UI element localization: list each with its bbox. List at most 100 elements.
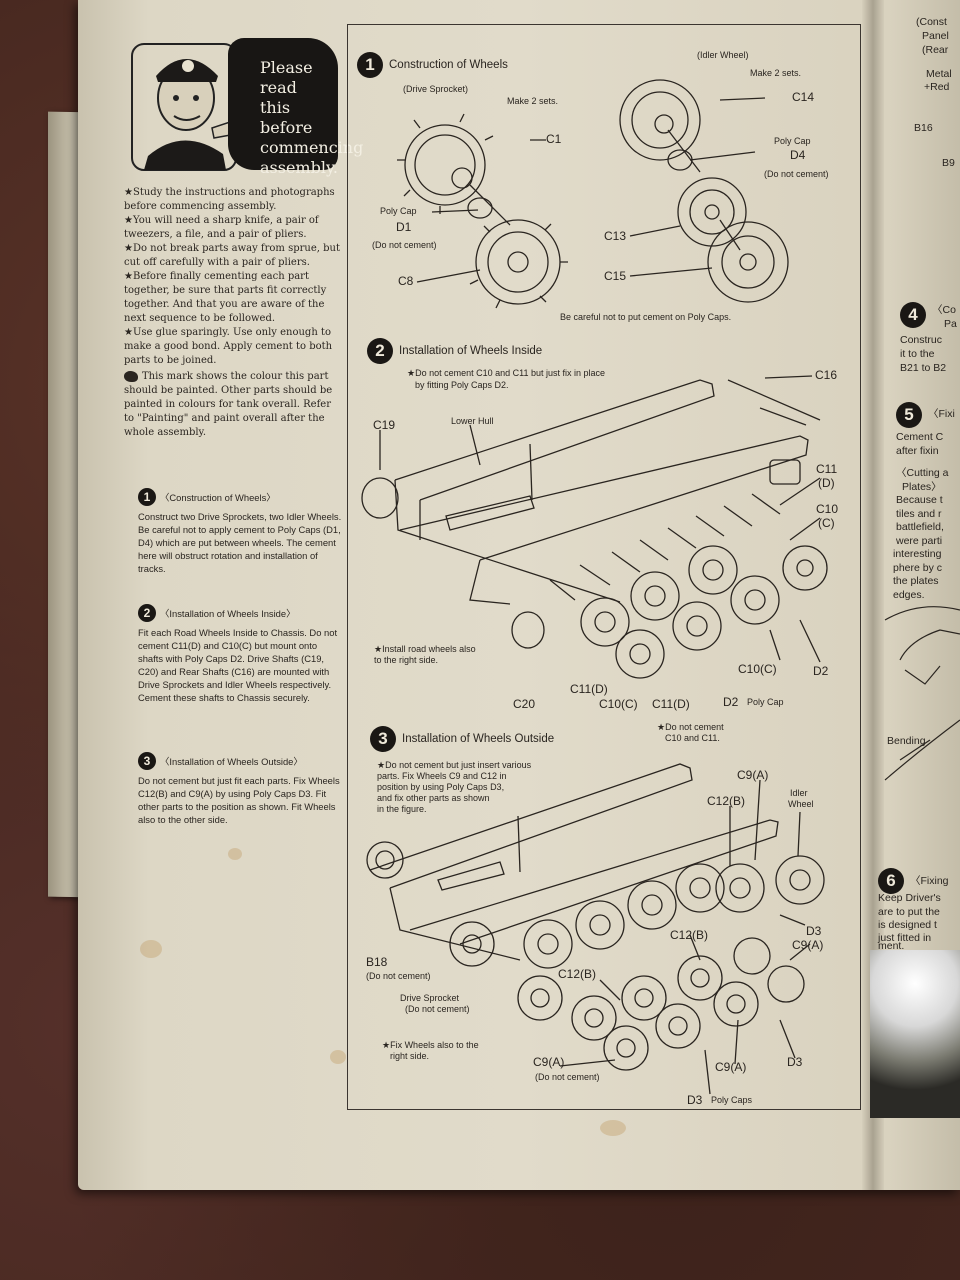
section-5-header: 5 — [896, 402, 922, 428]
stain — [600, 1120, 626, 1136]
rc-text: B21 to B2 — [900, 362, 947, 374]
label: (Idler Wheel) — [697, 50, 749, 60]
tip: ★Study the instructions and photographs … — [124, 187, 335, 212]
part-label: C9(A) — [715, 1060, 747, 1074]
label: Lower Hull — [451, 416, 494, 426]
part-label: C12(B) — [707, 794, 746, 808]
rc-text: Cement C — [896, 431, 944, 443]
part-label: C11(D) — [570, 682, 608, 696]
road-wheels-inside — [549, 493, 828, 679]
label: and fix other parts as shown — [377, 793, 490, 803]
part-label: C10(C) — [599, 697, 638, 711]
step-number-icon: 2 — [367, 338, 393, 364]
stain — [330, 1050, 346, 1064]
label: Poly Cap — [380, 206, 417, 216]
label: Make 2 sets. — [750, 68, 802, 78]
tip: ★You will need a sharp knife, a pair of … — [124, 215, 319, 240]
label: Poly Caps — [711, 1095, 753, 1105]
part-label: C11(D) — [652, 697, 690, 711]
rc-text: ment. — [878, 940, 905, 952]
part-label: C9(A) — [737, 768, 769, 782]
rc-text: 〈Co — [932, 304, 956, 316]
label: ★Install road wheels also — [374, 644, 476, 654]
mascot-panel: Please read this before commencing assem… — [128, 36, 363, 177]
idler-wheel-drawing — [619, 79, 789, 303]
rc-text: tiles and r — [896, 508, 942, 520]
rc-text: are to put the — [878, 906, 940, 918]
rc-text: 〈Fixi — [928, 408, 955, 420]
label: (Do not cement) — [405, 1004, 470, 1014]
part-label: C9(A) — [533, 1055, 565, 1069]
label: Make 2 sets. — [507, 96, 559, 106]
assembly-diagram-panel — [347, 24, 861, 1110]
label: Poly Cap — [774, 136, 811, 146]
step-title: 〈Construction of Wheels〉 — [160, 491, 276, 503]
page-fold — [862, 0, 884, 1190]
label: right side. — [390, 1051, 430, 1061]
label: (Do not cement) — [764, 169, 829, 179]
rc-text: after fixin — [896, 445, 939, 457]
part-label: C8 — [398, 274, 414, 288]
rc-text: just fitted in — [878, 932, 932, 944]
part-label: C11 — [816, 462, 838, 476]
label: ★Fix Wheels also to the — [382, 1040, 479, 1050]
label: ★Do not cement C10 and C11 but just fix … — [407, 368, 606, 378]
rc-text: edges. — [893, 589, 925, 601]
label: Poly Cap — [747, 697, 784, 707]
rc-text: battlefield, — [896, 521, 944, 533]
label: ★Do not cement but just insert various — [377, 760, 532, 770]
step-number-icon: 3 — [138, 752, 156, 770]
speech-bubble: Please read this before commencing assem… — [228, 38, 363, 177]
label: position by using Poly Caps D3, — [377, 782, 505, 792]
part-label: C19 — [373, 418, 396, 432]
part-label: B16 — [914, 122, 933, 134]
speech-line: read this — [260, 78, 297, 117]
part-label: B18 — [366, 955, 388, 969]
part-label: C12(B) — [670, 928, 709, 942]
part-label: D3 — [787, 1055, 803, 1069]
general-instructions: ★Study the instructions and photographs … — [124, 186, 340, 440]
rc-text: were parti — [896, 535, 943, 547]
speech-line: assembly. — [260, 158, 338, 177]
label: C10 and C11. — [665, 733, 720, 743]
step-number-icon: 1 — [138, 488, 156, 506]
rc-text: Construc — [900, 334, 943, 346]
step-body: Fit each Road Wheels Inside to Chassis. … — [138, 627, 338, 703]
paint-blob-icon — [124, 371, 138, 382]
rc-text: Because t — [896, 494, 943, 506]
step-body: Construct two Drive Sprockets, two Idler… — [138, 511, 342, 574]
step-number-icon: 4 — [900, 302, 926, 328]
part-label: C14 — [792, 90, 815, 104]
label: parts. Fix Wheels C9 and C12 in — [377, 771, 507, 781]
bending-plate-drawing — [884, 606, 960, 781]
section-1-header: 1 Construction of Wheels — [357, 52, 508, 78]
part-label: C16 — [815, 368, 838, 382]
part-label: C13 — [604, 229, 627, 243]
part-label: (D) — [818, 476, 835, 490]
rc-text: 〈Fixing — [910, 875, 949, 887]
speech-line: Please — [260, 58, 313, 77]
tip: ★Before finally cementing each part toge… — [124, 271, 327, 324]
part-label: D3 — [687, 1093, 703, 1107]
label: Wheel — [788, 799, 814, 809]
section-title: Installation of Wheels Outside — [402, 733, 555, 745]
drive-sprocket-drawing — [397, 113, 568, 309]
label: (Do not cement) — [366, 971, 431, 981]
step-title: 〈Installation of Wheels Inside〉 — [160, 607, 296, 619]
rc-text: Keep Driver's — [878, 892, 941, 904]
step-number-icon: 1 — [357, 52, 383, 78]
rc-text: is designed t — [878, 919, 937, 931]
label: to the right side. — [374, 655, 439, 665]
part-label: D1 — [396, 220, 412, 234]
rc-text: interesting — [893, 548, 942, 560]
section-title: Installation of Wheels Inside — [399, 345, 543, 357]
step-2-description: 2〈Installation of Wheels Inside〉 Fit eac… — [138, 604, 344, 704]
speech-line: before — [260, 118, 313, 137]
rc-text: 〈Cutting a — [896, 467, 949, 479]
part-label: C10(C) — [738, 662, 777, 676]
rc-text: the plates — [893, 575, 939, 587]
label: ★Do not cement — [657, 722, 724, 732]
rc-text: (Const — [916, 16, 947, 28]
part-label: D4 — [790, 148, 806, 162]
